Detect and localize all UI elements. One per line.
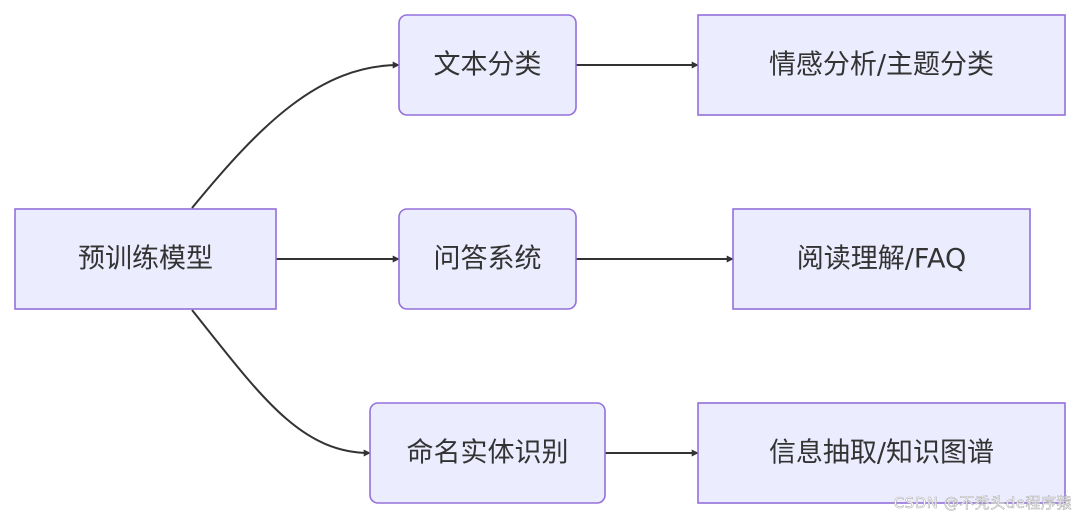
edge-pretrained-to-ner: [191, 309, 371, 457]
node-sentiment-topic: 情感分析/主题分类: [697, 14, 1066, 116]
node-sentiment-topic-label: 情感分析/主题分类: [769, 50, 994, 81]
node-pretrained-model: 预训练模型: [14, 208, 277, 310]
edge-pretrained-to-text-classification: [191, 61, 400, 209]
node-pretrained-model-label: 预训练模型: [78, 244, 213, 275]
node-reading-faq-label: 阅读理解/FAQ: [797, 244, 966, 275]
node-reading-faq: 阅读理解/FAQ: [732, 208, 1031, 310]
node-info-extraction-kg-label: 信息抽取/知识图谱: [769, 438, 994, 469]
node-ner-label: 命名实体识别: [407, 438, 569, 469]
watermark: CSDN @不秃头de程序猿: [893, 494, 1072, 513]
node-ner: 命名实体识别: [369, 402, 606, 504]
node-qa-system-label: 问答系统: [434, 244, 542, 275]
node-text-classification-label: 文本分类: [434, 50, 542, 81]
node-qa-system: 问答系统: [398, 208, 577, 310]
node-text-classification: 文本分类: [398, 14, 577, 116]
node-info-extraction-kg: 信息抽取/知识图谱: [697, 402, 1066, 504]
